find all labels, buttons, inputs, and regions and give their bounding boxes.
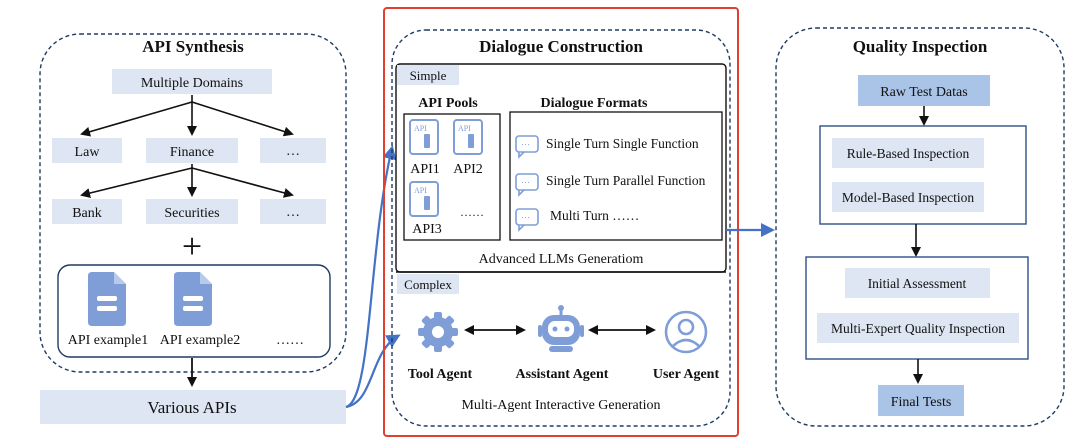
chat-bubble-icon: ··· [515, 135, 539, 159]
gear-icon [418, 312, 458, 352]
domain-more: … [286, 144, 300, 159]
api-example1-label: API example1 [68, 333, 148, 348]
root-domain-label: Multiple Domains [141, 76, 243, 91]
simple-tag: Simple [410, 68, 447, 83]
svg-text:API: API [458, 124, 471, 133]
dialogue-formats-title: Dialogue Formats [541, 96, 648, 111]
quality-inspection-panel: Quality Inspection Raw Test Datas Rule-B… [775, 27, 1065, 427]
document-icon [88, 272, 126, 326]
assistant-agent-label: Assistant Agent [516, 367, 609, 382]
api-pools-more: …… [460, 205, 484, 219]
svg-text:API: API [414, 124, 427, 133]
complex-tag: Complex [404, 277, 452, 292]
chat-bubble-icon: ··· [515, 208, 539, 232]
user-agent-label: User Agent [653, 367, 720, 382]
svg-text:API: API [414, 186, 427, 195]
multi-expert-quality-inspection: Multi-Expert Quality Inspection [831, 321, 1005, 336]
api3-label: API3 [412, 222, 442, 237]
robot-icon [538, 305, 584, 352]
svg-text:···: ··· [521, 177, 530, 187]
svg-text:···: ··· [521, 139, 530, 149]
user-icon [664, 310, 708, 354]
raw-test-datas: Raw Test Datas [880, 85, 967, 100]
rule-based-inspection: Rule-Based Inspection [847, 146, 970, 161]
format-single-turn-parallel: Single Turn Parallel Function [546, 173, 706, 188]
format-single-turn-single: Single Turn Single Function [546, 136, 699, 151]
plus-sign: + [182, 226, 202, 266]
dialogue-construction-panel: Dialogue Construction Simple API Pools A… [383, 7, 739, 437]
simple-footer: Advanced LLMs Generatiom [479, 252, 644, 267]
domain-finance: Finance [170, 145, 214, 160]
tool-agent-label: Tool Agent [408, 367, 473, 382]
flow-arrow-to-complex [345, 334, 401, 409]
initial-assessment: Initial Assessment [868, 276, 967, 291]
api-icon: API [453, 119, 483, 155]
quality-inspection-title: Quality Inspection [853, 37, 988, 56]
domain-law: Law [75, 145, 101, 160]
subdomain-bank: Bank [72, 206, 102, 221]
api-example2-label: API example2 [160, 333, 240, 348]
chat-bubble-icon: ··· [515, 173, 539, 197]
api-examples-more: …… [276, 333, 304, 348]
subdomain-securities: Securities [164, 206, 219, 221]
final-tests: Final Tests [891, 395, 952, 410]
various-apis-output: Various APIs [147, 398, 236, 417]
complex-footer: Multi-Agent Interactive Generation [461, 398, 660, 413]
flow-arrow-to-simple [345, 145, 397, 409]
api-synthesis-title: API Synthesis [142, 37, 244, 56]
api-synthesis-panel: API Synthesis Multiple Domains Law Finan… [39, 33, 347, 424]
svg-text:···: ··· [521, 212, 530, 222]
api1-label: API1 [410, 162, 440, 177]
format-multi-turn: Multi Turn …… [550, 208, 639, 223]
api2-label: API2 [453, 162, 483, 177]
api-icon: API [409, 119, 439, 155]
api-pools-title: API Pools [418, 96, 478, 111]
api-icon: API [409, 181, 439, 217]
model-based-inspection: Model-Based Inspection [842, 190, 975, 205]
dialogue-construction-title: Dialogue Construction [479, 37, 643, 56]
document-icon [174, 272, 212, 326]
subdomain-more: … [286, 205, 300, 220]
